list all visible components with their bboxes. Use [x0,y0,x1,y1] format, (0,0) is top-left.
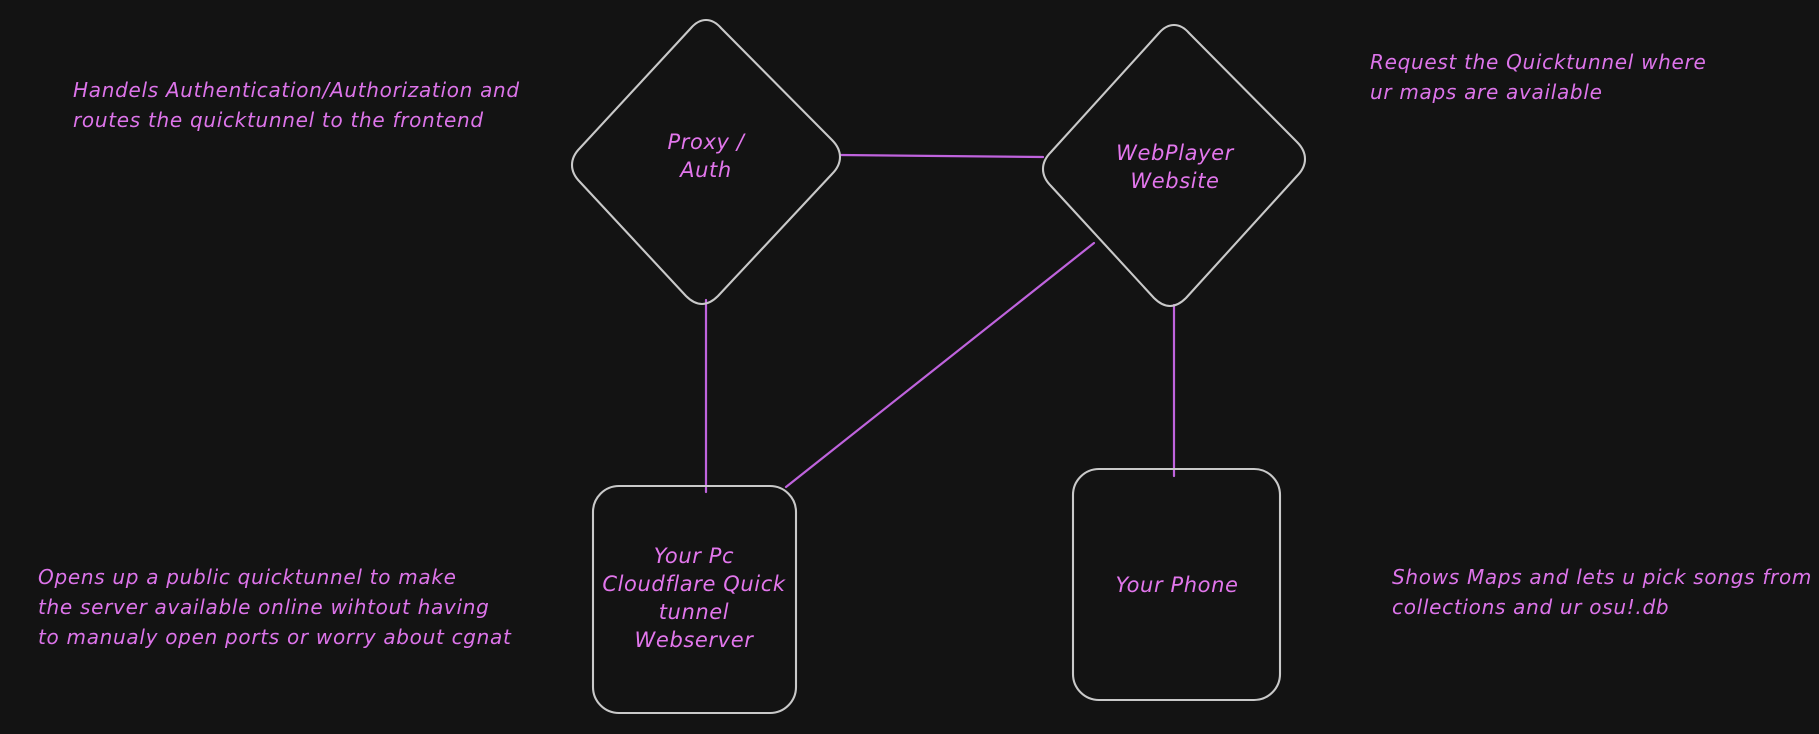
node-your-pc-shape[interactable] [591,484,798,715]
node-your-phone-shape[interactable] [1071,467,1282,702]
edge-your-pc-to-webplayer [784,241,1096,489]
edge-proxy-to-webplayer [838,153,1045,159]
annotation-proxy-auth: Handels Authentication/Authorization and… [73,78,520,132]
annotation-your-pc: Opens up a public quicktunnel to make th… [38,565,512,649]
node-webplayer-website-shape[interactable] [1041,23,1307,308]
annotation-webplayer: Request the Quicktunnel where ur maps ar… [1370,50,1707,104]
node-proxy-auth-shape[interactable] [570,18,842,306]
annotation-your-phone: Shows Maps and lets u pick songs from co… [1392,565,1813,619]
